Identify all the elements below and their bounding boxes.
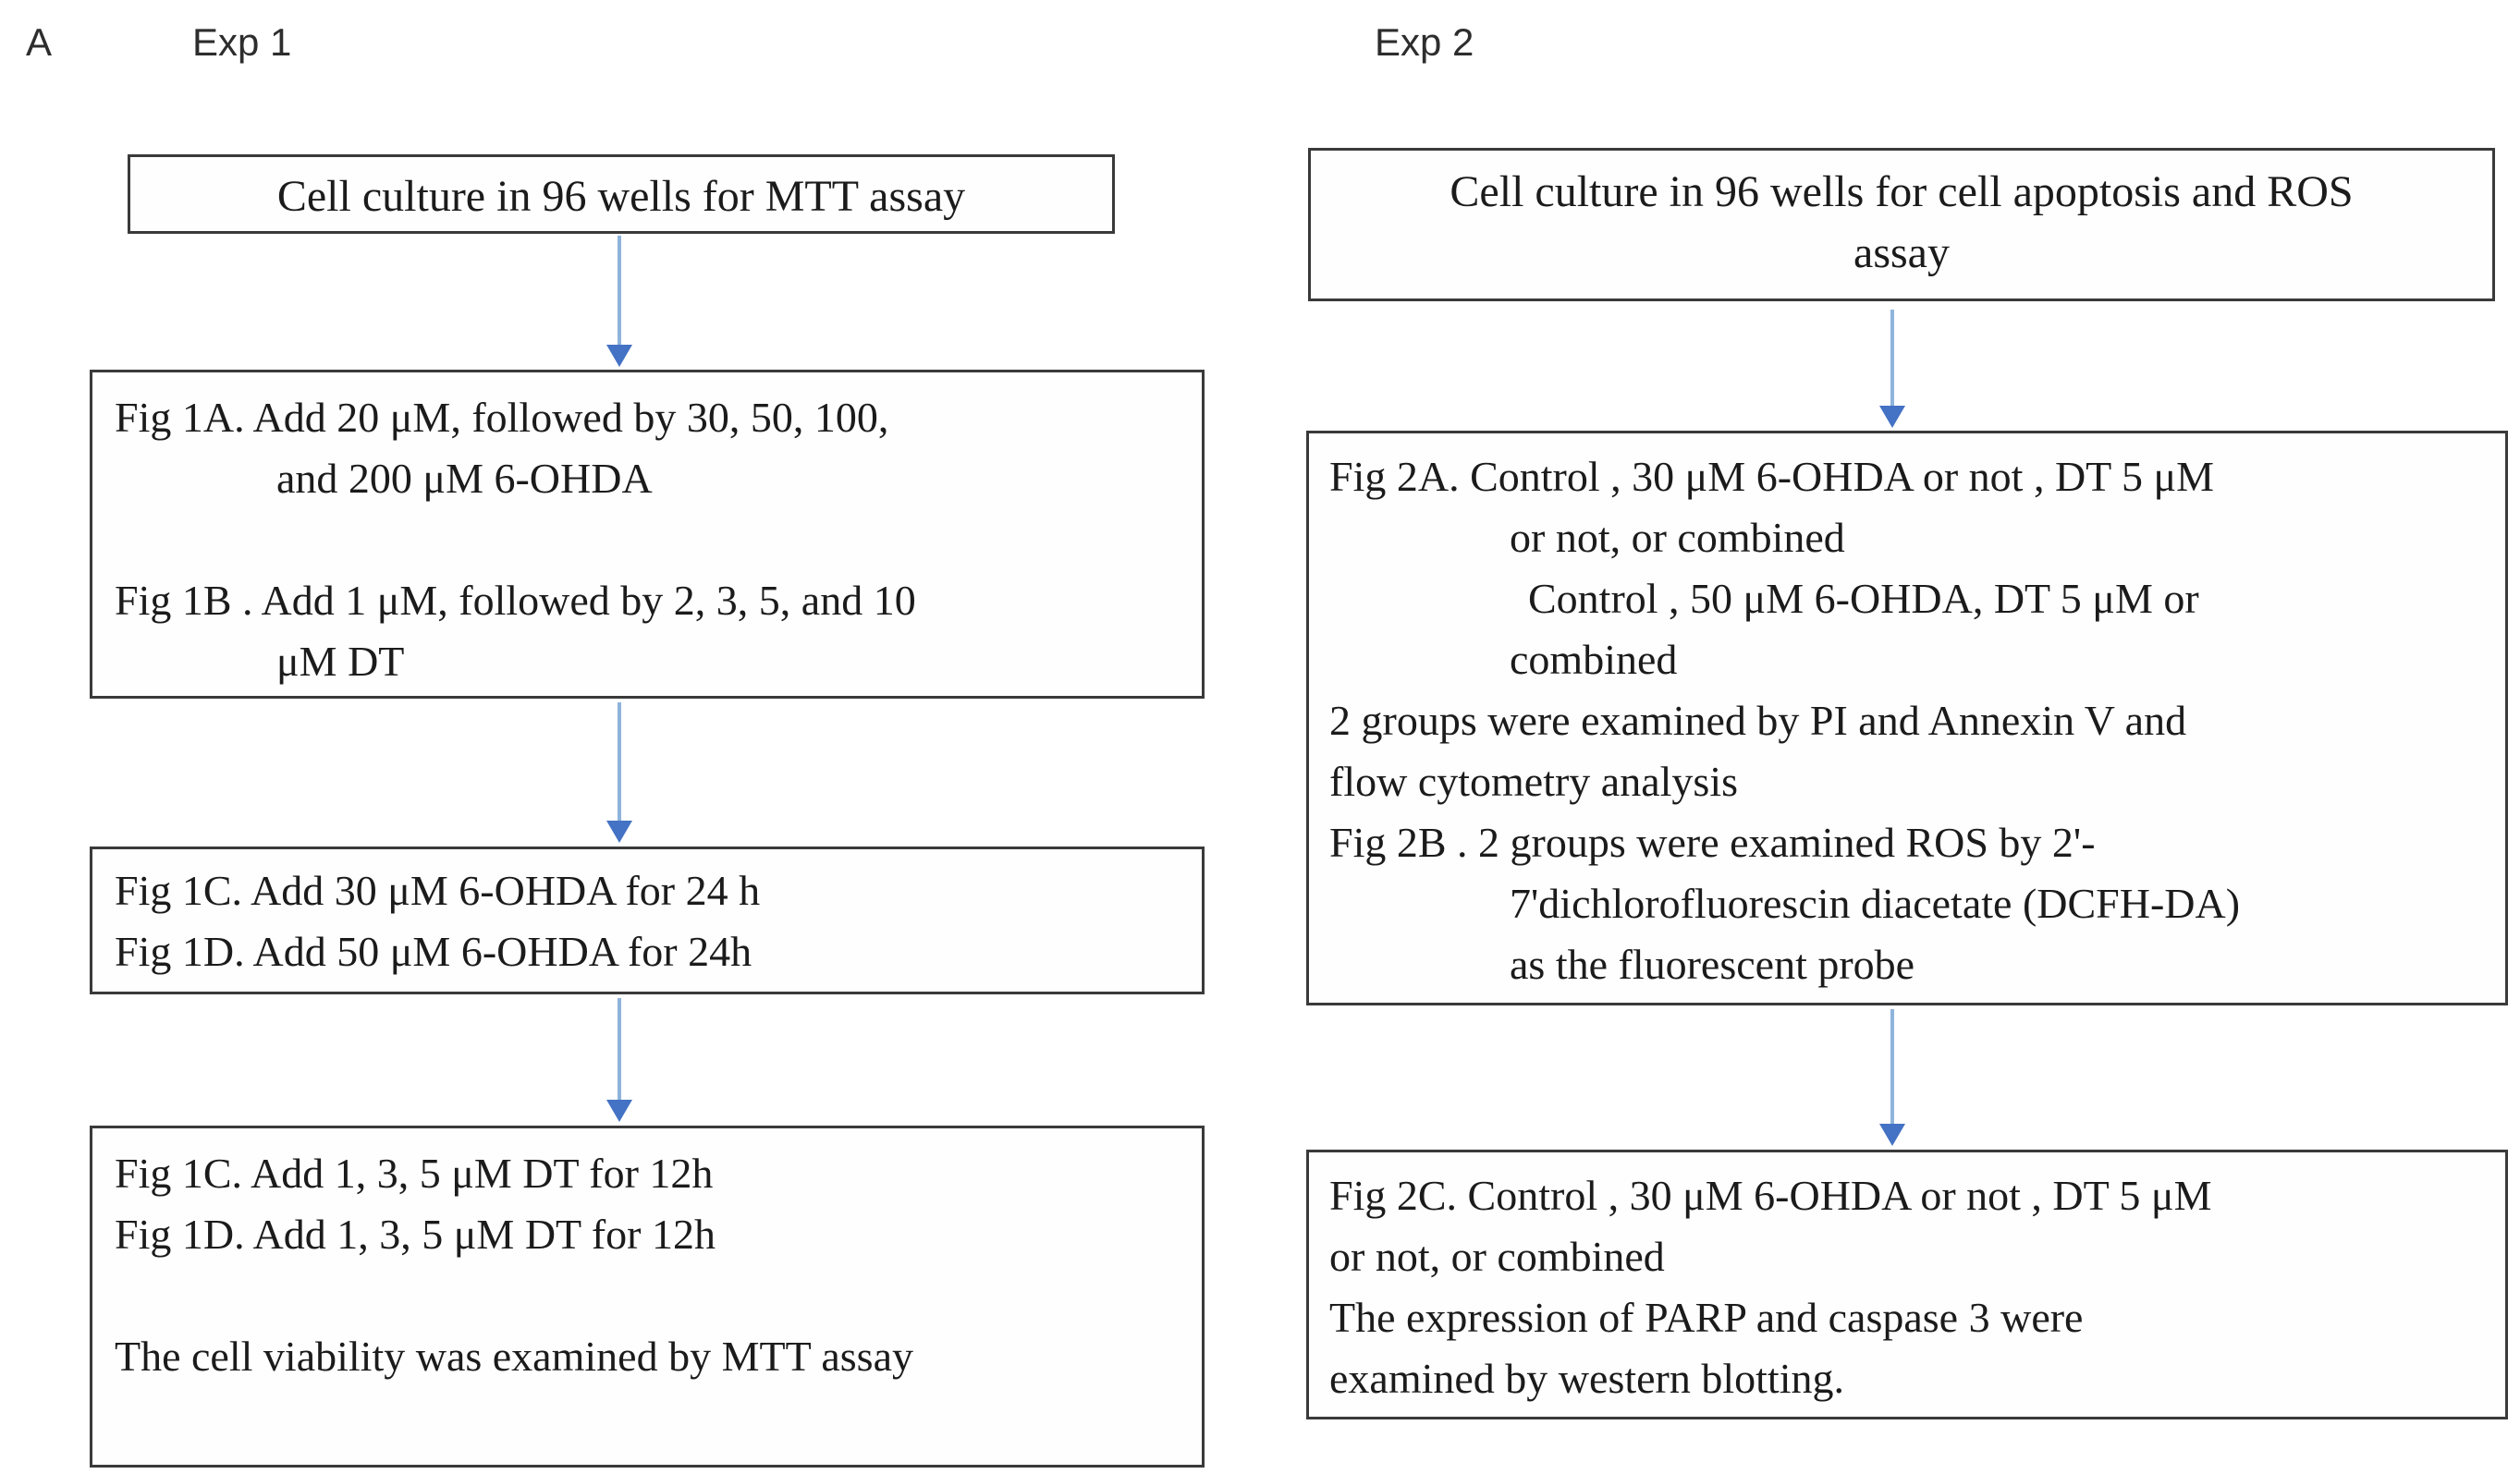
panel-label: A <box>26 20 53 64</box>
blank-line <box>115 1265 1180 1326</box>
box-text-line: Fig 1A. Add 20 μM, followed by 30, 50, 1… <box>115 394 889 441</box>
box-text-line: Cell culture in 96 wells for MTT assay <box>276 172 966 221</box>
box-text-line: assay <box>1853 228 1950 277</box>
arrow-head-icon <box>1879 406 1905 428</box>
arrow-head-icon <box>606 1100 632 1122</box>
box-text-line: Fig 1B . Add 1 μM, followed by 2, 3, 5, … <box>115 577 916 624</box>
box-text-line: Fig 2B . 2 groups were examined ROS by 2… <box>1329 819 2096 866</box>
down-arrow-exp2-2 <box>1878 1009 1906 1146</box>
box-text-line: Fig 1C. Add 30 μM 6-OHDA for 24 h <box>115 867 761 914</box>
down-arrow-exp1-1 <box>606 236 633 367</box>
down-arrow-exp2-1 <box>1878 310 1906 428</box>
exp1-header: Exp 1 <box>192 20 292 64</box>
box-text-line: as the fluorescent probe <box>1510 941 1915 988</box>
down-arrow-exp1-2 <box>606 702 633 843</box>
box-text-line: 7'dichlorofluorescin diacetate (DCFH-DA) <box>1510 880 2241 927</box>
box-text-line: Fig 2A. Control , 30 μM 6-OHDA or not , … <box>1329 453 2215 500</box>
box-text-line: Control , 50 μM 6-OHDA, DT 5 μM or <box>1528 575 2199 622</box>
arrow-stem <box>618 236 621 348</box>
box-text-line: Fig 2C. Control , 30 μM 6-OHDA or not , … <box>1329 1172 2212 1219</box>
exp1-box-dose-escalation: Fig 1A. Add 20 μM, followed by 30, 50, 1… <box>90 370 1205 699</box>
arrow-stem <box>1890 310 1894 409</box>
exp1-box-dt-12h-mtt: Fig 1C. Add 1, 3, 5 μM DT for 12h Fig 1D… <box>90 1126 1205 1468</box>
exp2-header: Exp 2 <box>1375 20 1474 64</box>
exp2-box-western-blot: Fig 2C. Control , 30 μM 6-OHDA or not , … <box>1306 1150 2508 1419</box>
exp1-box-6ohda-24h: Fig 1C. Add 30 μM 6-OHDA for 24 h Fig 1D… <box>90 847 1205 994</box>
down-arrow-exp1-3 <box>606 998 633 1122</box>
box-text-line: combined <box>1510 636 1678 683</box>
box-text-line: or not, or combined <box>1510 514 1845 561</box>
exp1-box-cell-culture: Cell culture in 96 wells for MTT assay <box>128 154 1115 234</box>
box-text-line: Fig 1D. Add 50 μM 6-OHDA for 24h <box>115 928 752 975</box>
arrow-head-icon <box>606 345 632 367</box>
box-text-line: Cell culture in 96 wells for cell apopto… <box>1450 167 2354 216</box>
arrow-head-icon <box>1879 1124 1905 1146</box>
arrow-stem <box>1890 1009 1894 1127</box>
box-text-line: flow cytometry analysis <box>1329 758 1739 805</box>
box-text-line: examined by western blotting. <box>1329 1355 1844 1402</box>
box-text-line: μM DT <box>276 638 405 685</box>
blank-line <box>115 509 1180 570</box>
box-text-line: The expression of PARP and caspase 3 wer… <box>1329 1294 2084 1341</box>
box-text-line: 2 groups were examined by PI and Annexin… <box>1329 697 2187 744</box>
arrow-stem <box>618 702 621 824</box>
arrow-head-icon <box>606 821 632 843</box>
box-text-line: Fig 1C. Add 1, 3, 5 μM DT for 12h <box>115 1150 714 1197</box>
box-text-line: Fig 1D. Add 1, 3, 5 μM DT for 12h <box>115 1211 716 1258</box>
box-text-line: or not, or combined <box>1329 1233 1665 1280</box>
box-text-line: and 200 μM 6-OHDA <box>276 455 653 502</box>
exp2-box-apoptosis-ros: Fig 2A. Control , 30 μM 6-OHDA or not , … <box>1306 431 2508 1005</box>
exp2-box-cell-culture: Cell culture in 96 wells for cell apopto… <box>1308 148 2495 301</box>
box-text-line: The cell viability was examined by MTT a… <box>115 1333 913 1380</box>
arrow-stem <box>618 998 621 1103</box>
